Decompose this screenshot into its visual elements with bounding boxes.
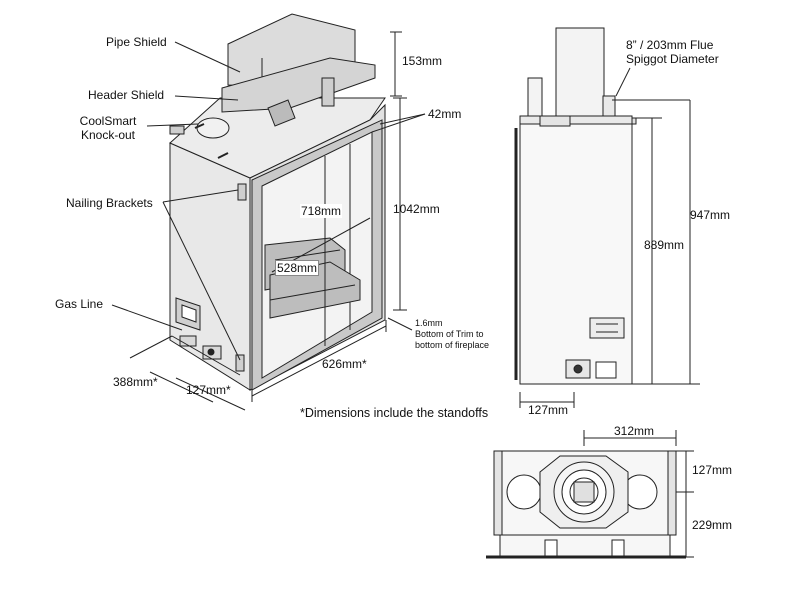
left-vent-knockout (506, 474, 542, 510)
side-vent-grille (589, 317, 625, 339)
dim-312mm: 312mm (614, 424, 655, 438)
gas-line-port (175, 297, 201, 331)
dim-229mm: 229mm (692, 518, 733, 532)
dim-947mm: 947mm (690, 208, 731, 222)
flue-spigot (555, 27, 605, 123)
isometric-dimension-lines (111, 31, 426, 411)
nailing-bracket-top (169, 125, 185, 135)
dim-153mm: 153mm (402, 54, 443, 68)
label-coolsmart-line2: Knock-out (80, 128, 136, 142)
fireplace-top-panel (169, 97, 386, 179)
label-trim-line3: bottom of fireplace (415, 340, 490, 350)
label-coolsmart-line1: CoolSmart (79, 114, 137, 128)
dim-127mm-top: 127mm (692, 463, 733, 477)
coolsmart-knockout (196, 117, 230, 139)
header-shield (221, 57, 376, 113)
side-view-dimension-lines (519, 67, 700, 408)
footnote-standoffs: *Dimensions include the standoffs (300, 406, 489, 420)
dim-528mm: 528mm (275, 260, 320, 276)
dim-42mm: 42mm (428, 107, 462, 121)
nailing-bracket-mid (237, 183, 247, 201)
side-pipe (527, 77, 543, 123)
dim-1042mm: 1042mm (393, 202, 440, 216)
top-view-dimension-lines (583, 430, 694, 558)
dim-127mm-iso: 127mm* (186, 383, 231, 397)
label-trim-line2: Bottom of Trim to (415, 329, 484, 339)
side-view-body (519, 121, 633, 385)
label-header-shield: Header Shield (88, 88, 165, 102)
label-nailing-brackets: Nailing Brackets (66, 196, 153, 210)
label-flue-line1: 8” / 203mm Flue (626, 38, 714, 52)
label-coolsmart: CoolSmart Knock-out (68, 114, 148, 142)
label-pipe-shield: Pipe Shield (106, 35, 167, 49)
side-view-fireplace (514, 27, 637, 385)
label-trim-line1: 1.6mm (415, 318, 443, 328)
dim-626mm: 626mm* (322, 357, 367, 371)
dim-388mm: 388mm* (113, 375, 158, 389)
label-gas-line: Gas Line (55, 297, 104, 311)
top-view-fireplace (486, 450, 686, 559)
dim-718mm: 718mm (300, 204, 343, 218)
header-shield-wedge (267, 99, 296, 127)
dim-889mm: 889mm (644, 238, 685, 252)
nailing-bracket-bottom (235, 354, 245, 372)
label-flue-line2: Spiggot Diameter (626, 52, 719, 66)
dim-127mm-side: 127mm (528, 403, 569, 417)
isometric-fireplace-view (169, 13, 386, 391)
